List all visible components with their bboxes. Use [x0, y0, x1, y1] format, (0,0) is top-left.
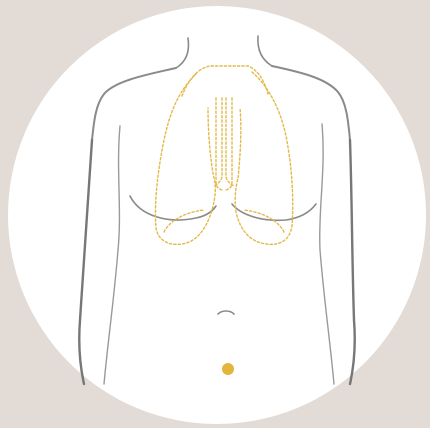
navel-line	[218, 311, 234, 314]
left-breast-line	[130, 196, 216, 220]
neck-right-line	[258, 36, 272, 66]
left-lung-base-outline	[164, 210, 204, 232]
right-arm-outer	[350, 140, 355, 384]
right-torso-side	[320, 124, 334, 384]
navel-dot-icon	[222, 363, 234, 375]
right-bronchus-outline	[226, 98, 234, 186]
neck-left-line	[176, 38, 189, 68]
left-shoulder-line	[92, 68, 176, 140]
left-torso-side	[104, 126, 120, 384]
upper-lung-outline	[182, 66, 268, 96]
trachea-right-outline	[224, 98, 232, 190]
left-arm-outer	[79, 140, 92, 384]
trachea-left-outline	[216, 98, 224, 190]
right-breast-line	[232, 204, 316, 220]
lungs-outline-icon	[155, 66, 292, 244]
left-bronchus-outline	[214, 98, 222, 186]
torso-outline-icon	[79, 36, 355, 384]
